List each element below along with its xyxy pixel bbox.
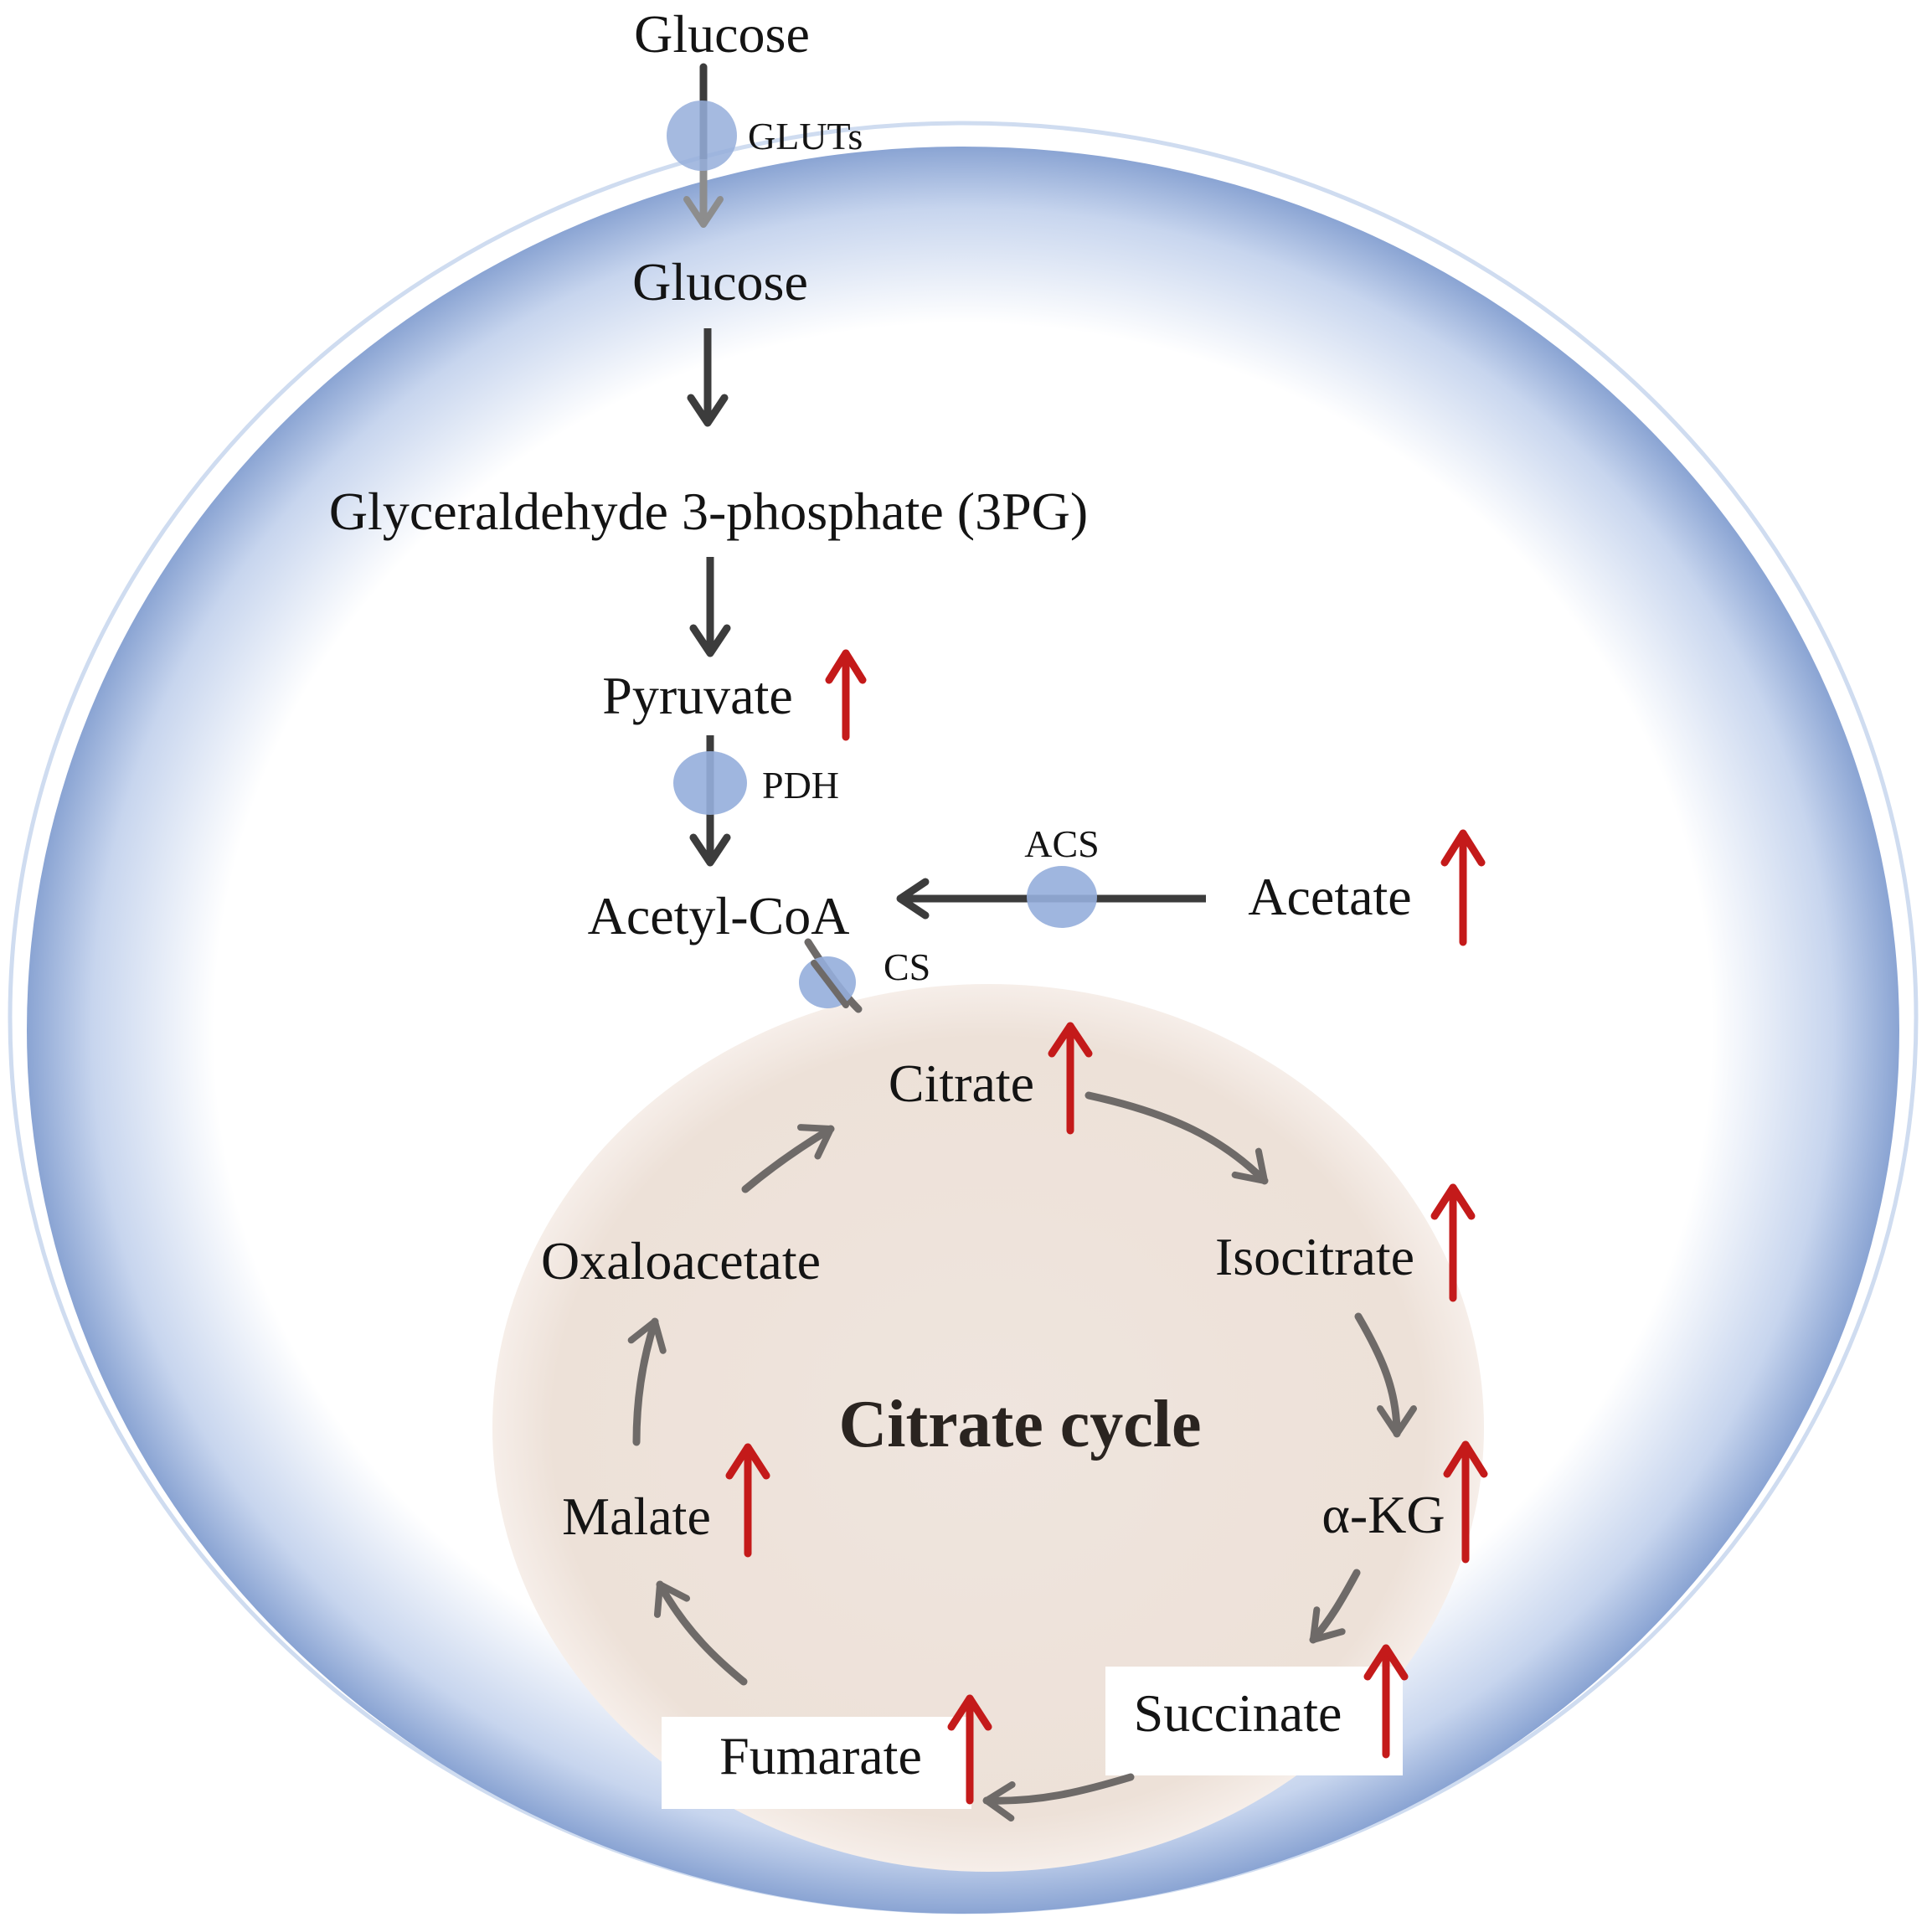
citrate-increase-icon — [1048, 1022, 1093, 1135]
label-malate: Malate — [562, 1487, 711, 1546]
label-glucose-intracellular: Glucose — [632, 252, 808, 312]
label-acs: ACS — [1024, 822, 1099, 865]
arrow-malate-to-oxaloacetate — [627, 1317, 667, 1446]
succinate-increase-icon — [1363, 1644, 1409, 1759]
label-isocitrate: Isocitrate — [1215, 1227, 1414, 1286]
arrow-oxaloacetate-to-citrate — [741, 1124, 835, 1193]
arrow-succinate-to-fumarate — [982, 1773, 1135, 1822]
cs-crossing-line — [811, 960, 849, 1008]
fumarate-label-backdrop — [662, 1717, 971, 1809]
citrate-cycle-compartment — [492, 984, 1484, 1872]
label-akg: α-KG — [1321, 1485, 1445, 1544]
isocitrate-increase-icon — [1430, 1183, 1476, 1302]
label-pyruvate: Pyruvate — [602, 666, 793, 725]
arrow-akg-to-succinate — [1309, 1569, 1361, 1644]
succinate-label-backdrop — [1105, 1667, 1403, 1775]
label-citrate: Citrate — [889, 1054, 1034, 1113]
label-oxaloacetate: Oxaloacetate — [541, 1231, 821, 1291]
label-acetate: Acetate — [1248, 867, 1411, 926]
gluts-transporter — [667, 100, 737, 171]
label-fumarate: Fumarate — [719, 1726, 922, 1785]
arrow-fumarate-to-malate — [653, 1580, 748, 1686]
label-cs: CS — [884, 946, 930, 988]
pyruvate-increase-icon — [825, 649, 867, 741]
label-gluts: GLUTs — [748, 115, 863, 157]
pdh-enzyme — [673, 751, 747, 815]
acs-enzyme — [1027, 866, 1097, 928]
acetate-increase-icon — [1440, 829, 1486, 946]
cycle-title: Citrate cycle — [838, 1388, 1201, 1461]
label-succinate: Succinate — [1134, 1683, 1342, 1743]
label-g3p: Glyceraldehyde 3-phosphate (3PG) — [329, 482, 1088, 541]
arrow-isocitrate-to-akg — [1354, 1312, 1417, 1438]
fumarate-increase-icon — [947, 1694, 992, 1805]
label-pdh: PDH — [762, 764, 839, 806]
label-acetyl-coa: Acetyl-CoA — [588, 886, 850, 946]
label-glucose-extracellular: Glucose — [634, 4, 810, 64]
malate-increase-icon — [725, 1443, 770, 1558]
akg-increase-icon — [1443, 1440, 1488, 1564]
arrow-citrate-to-isocitrate — [1084, 1091, 1269, 1185]
